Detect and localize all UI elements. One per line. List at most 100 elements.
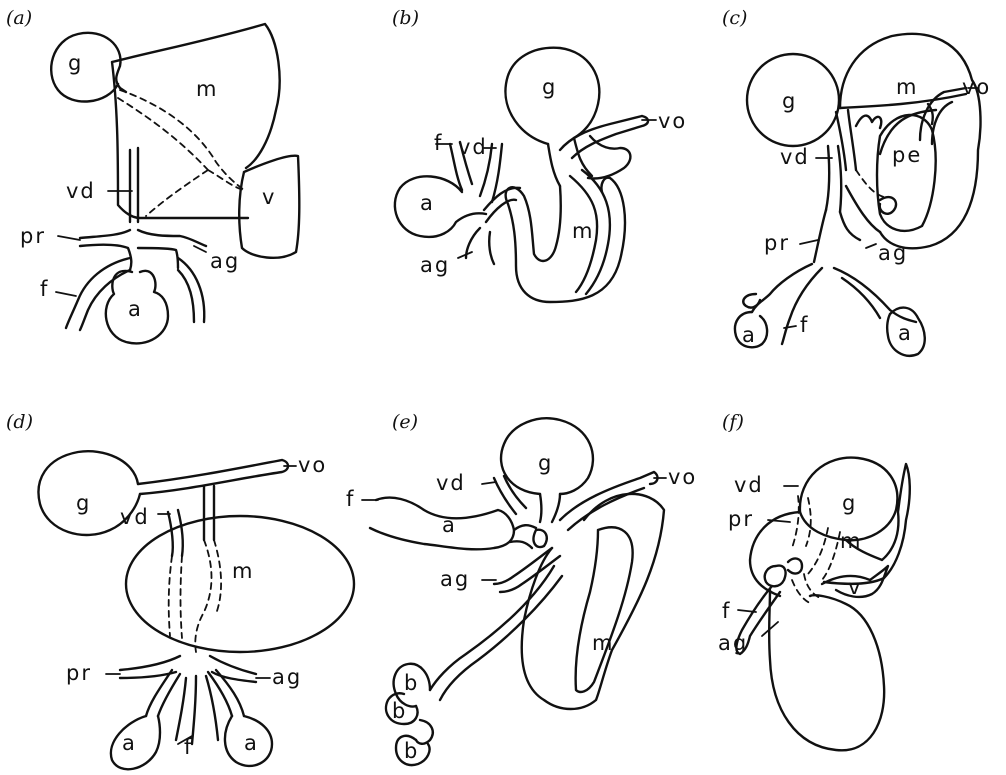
panel-c-f-leader [784, 326, 796, 328]
panel-a-dashed-tract [118, 98, 208, 216]
panel-a: (a) g m vd v pr ag f a [6, 7, 299, 343]
panel-a-ag-leader [194, 246, 206, 252]
panel-d-branch-tubes [120, 656, 256, 682]
panel-a-label: (a) [6, 7, 32, 29]
panel-e-vd-leader [482, 482, 496, 484]
panel-b-vd-label: vd [458, 135, 488, 159]
panel-f-lower-sac [769, 590, 884, 750]
panel-a-g-label: g [68, 51, 83, 75]
panel-f-m-label: m [840, 529, 862, 553]
panel-b-vo-tube [560, 116, 648, 158]
panel-c-pe-label: pe [892, 143, 922, 167]
panel-c-left-bulb [743, 294, 760, 308]
panel-e-small-sac [534, 530, 547, 547]
panel-a-pr-label: pr [20, 224, 46, 248]
panel-b-f-label: f [434, 131, 443, 155]
panel-c-small-sac [880, 197, 896, 214]
panel-a-gland-outline [51, 33, 120, 102]
panel-d-right-a-label: a [244, 731, 259, 755]
panel-e-vo-label: vo [668, 465, 697, 489]
panel-e: (e) g vo vd f a ag m b [346, 411, 697, 765]
panel-d-m-outline [126, 516, 354, 652]
panel-d-dashed-tract [169, 556, 182, 638]
panel-b-g-label: g [542, 75, 557, 99]
panel-b-label: (b) [392, 7, 419, 29]
panel-b-ag-tube [466, 188, 520, 264]
panel-e-vd-label: vd [436, 471, 466, 495]
panel-d-vd-tube [168, 510, 183, 556]
panel-d-vo-down [204, 486, 214, 540]
panel-f: (f) vd g pr m f v ag [718, 411, 910, 750]
panel-f-label: (f) [722, 411, 744, 433]
panel-c-right-a-label: a [898, 321, 913, 345]
panel-e-m-inner [576, 527, 633, 692]
panel-f-small-loop [788, 559, 802, 574]
panel-c-g-label: g [782, 89, 797, 113]
panel-a-ag-tube [178, 258, 204, 322]
panel-b: (b) g vo f vd a m ag [392, 7, 687, 302]
panel-b-vo-label: vo [658, 109, 687, 133]
panel-b-a-label: a [420, 191, 435, 215]
panel-a-f-label: f [40, 277, 49, 301]
panel-f-f-label: f [722, 599, 731, 623]
panel-d-left-a-label: a [122, 731, 137, 755]
panel-e-a-label: a [442, 513, 457, 537]
panel-c-f-tube [834, 268, 916, 322]
panel-c-label: (c) [722, 7, 747, 29]
panel-d-g-label: g [76, 491, 91, 515]
panel-e-ag-tube [494, 548, 560, 592]
panel-a-ag-label: ag [210, 249, 240, 273]
panel-c-ag-label: ag [878, 241, 908, 265]
panel-c-vo-label: vo [962, 75, 991, 99]
panel-e-m-label: m [592, 631, 614, 655]
panel-a-f-leader [56, 292, 76, 296]
panel-f-vd-label: vd [734, 473, 764, 497]
panel-d-vo-label: vo [298, 453, 327, 477]
panel-b-m-label: m [572, 219, 594, 243]
panel-c-m-label: m [896, 75, 918, 99]
panel-f-ag-label: ag [718, 631, 748, 655]
panel-c-pr-leader [800, 240, 818, 244]
panel-c-left-a-label: a [742, 323, 757, 347]
panel-f-g-label: g [842, 491, 857, 515]
panel-e-label: (e) [392, 411, 418, 433]
panel-c-vd-label: vd [780, 145, 810, 169]
panel-f-dashed-tract [792, 496, 811, 548]
panel-d-vd-label: vd [120, 505, 150, 529]
panel-b-g-duct [548, 138, 592, 186]
panel-a-pr-leader [58, 236, 80, 240]
panel-d: (d) vo g vd m pr ag a f a [6, 411, 354, 769]
panel-d-f-tube [176, 676, 218, 744]
panel-c-pr-label: pr [764, 231, 790, 255]
panel-a-vd-tube [130, 148, 138, 222]
panel-c-loop [856, 116, 881, 128]
panel-f-v-label: v [848, 575, 862, 599]
panel-e-b2-label: b [392, 699, 407, 723]
panel-f-bulb [765, 566, 786, 587]
panel-a-branch-tubes [80, 230, 206, 270]
panel-a-f-tube [66, 258, 130, 330]
panel-c-ag-leader [866, 244, 876, 248]
panel-c-m-outline [840, 34, 980, 248]
panel-f-pr-label: pr [728, 507, 754, 531]
panel-d-dashed-tract [195, 540, 221, 652]
panel-c-branch-tubes [814, 186, 880, 262]
panel-d-f-label: f [184, 735, 193, 759]
panel-d-pr-label: pr [66, 661, 92, 685]
panel-a-a-label: a [128, 297, 143, 321]
panel-c-f-tube [752, 264, 822, 344]
panel-a-vd-label: vd [66, 179, 96, 203]
panel-d-label: (d) [6, 411, 33, 433]
panel-f-m-outline [750, 464, 910, 596]
panel-e-vo-tube [560, 472, 657, 530]
panel-b-ag-label: ag [420, 253, 450, 277]
panel-b-m-outline [506, 178, 625, 302]
panel-d-ag-label: ag [272, 665, 302, 689]
panel-e-g-stalk [540, 494, 560, 522]
panel-c-vd-duct [826, 146, 841, 212]
panel-c-f-label: f [800, 313, 809, 337]
panel-e-b3-label: b [404, 739, 419, 763]
panel-d-m-label: m [232, 559, 254, 583]
